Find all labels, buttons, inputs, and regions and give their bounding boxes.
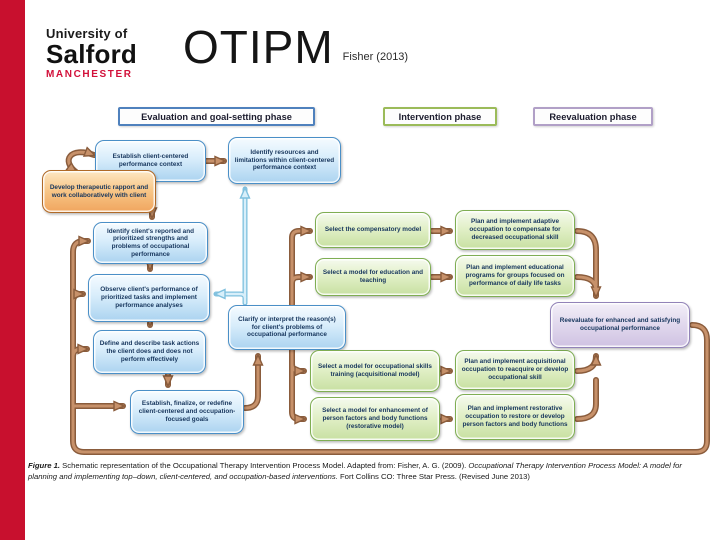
phase-intervention-header: Intervention phase xyxy=(383,107,497,126)
figure-caption-book-title: Occupational Therapy Intervention Proces… xyxy=(28,461,682,481)
title-citation: Fisher (2013) xyxy=(342,51,409,63)
logo-line-manchester: MANCHESTER xyxy=(46,69,133,80)
node-define-actions: Define and describe task actions the cli… xyxy=(93,330,206,374)
phase-evaluation-header: Evaluation and goal-setting phase xyxy=(118,107,315,126)
node-select-restorative: Select a model for enhancement of person… xyxy=(310,397,440,441)
phase-reevaluation-header: Reevaluation phase xyxy=(533,107,653,126)
figure-caption-text-2: Fort Collins CO: Three Star Press. (Revi… xyxy=(339,471,530,481)
node-plan-acquisitional: Plan and implement acquisitional occupat… xyxy=(455,350,575,390)
node-identify-resources: Identify resources and limitations withi… xyxy=(228,137,341,184)
figure-caption: Figure 1. Schematic representation of th… xyxy=(28,461,692,483)
node-select-acquisitional: Select a model for occupational skills t… xyxy=(310,350,440,392)
node-observe-performance: Observe client's performance of prioriti… xyxy=(88,274,210,322)
node-reevaluate: Reevaluate for enhanced and satisfying o… xyxy=(550,302,690,348)
node-select-education: Select a model for education and teachin… xyxy=(315,258,431,296)
university-of-salford-logo: University of Salford MANCHESTER xyxy=(46,27,137,80)
logo-line-salford: Salford xyxy=(46,39,137,69)
logo-line-university-of: University of xyxy=(46,26,128,41)
node-identify-strengths: Identify client's reported and prioritiz… xyxy=(93,222,208,264)
page-title: OTIPM xyxy=(183,21,334,73)
node-establish-goals: Establish, finalize, or redefine client-… xyxy=(130,390,244,434)
figure-caption-text-1: Schematic representation of the Occupati… xyxy=(60,461,469,470)
node-plan-adaptive: Plan and implement adaptive occupation t… xyxy=(455,210,575,250)
node-develop-rapport: Develop therapeutic rapport and work col… xyxy=(42,170,156,213)
node-clarify-interpret: Clarify or interpret the reason(s) for c… xyxy=(228,305,346,350)
node-plan-educational: Plan and implement educational programs … xyxy=(455,255,575,297)
node-select-compensatory: Select the compensatory model xyxy=(315,212,431,248)
node-plan-restorative: Plan and implement restorative occupatio… xyxy=(455,394,575,440)
figure-caption-label: Figure 1. xyxy=(28,461,61,470)
brand-red-sidebar xyxy=(0,0,25,540)
title-row: OTIPM Fisher (2013) xyxy=(183,24,408,70)
